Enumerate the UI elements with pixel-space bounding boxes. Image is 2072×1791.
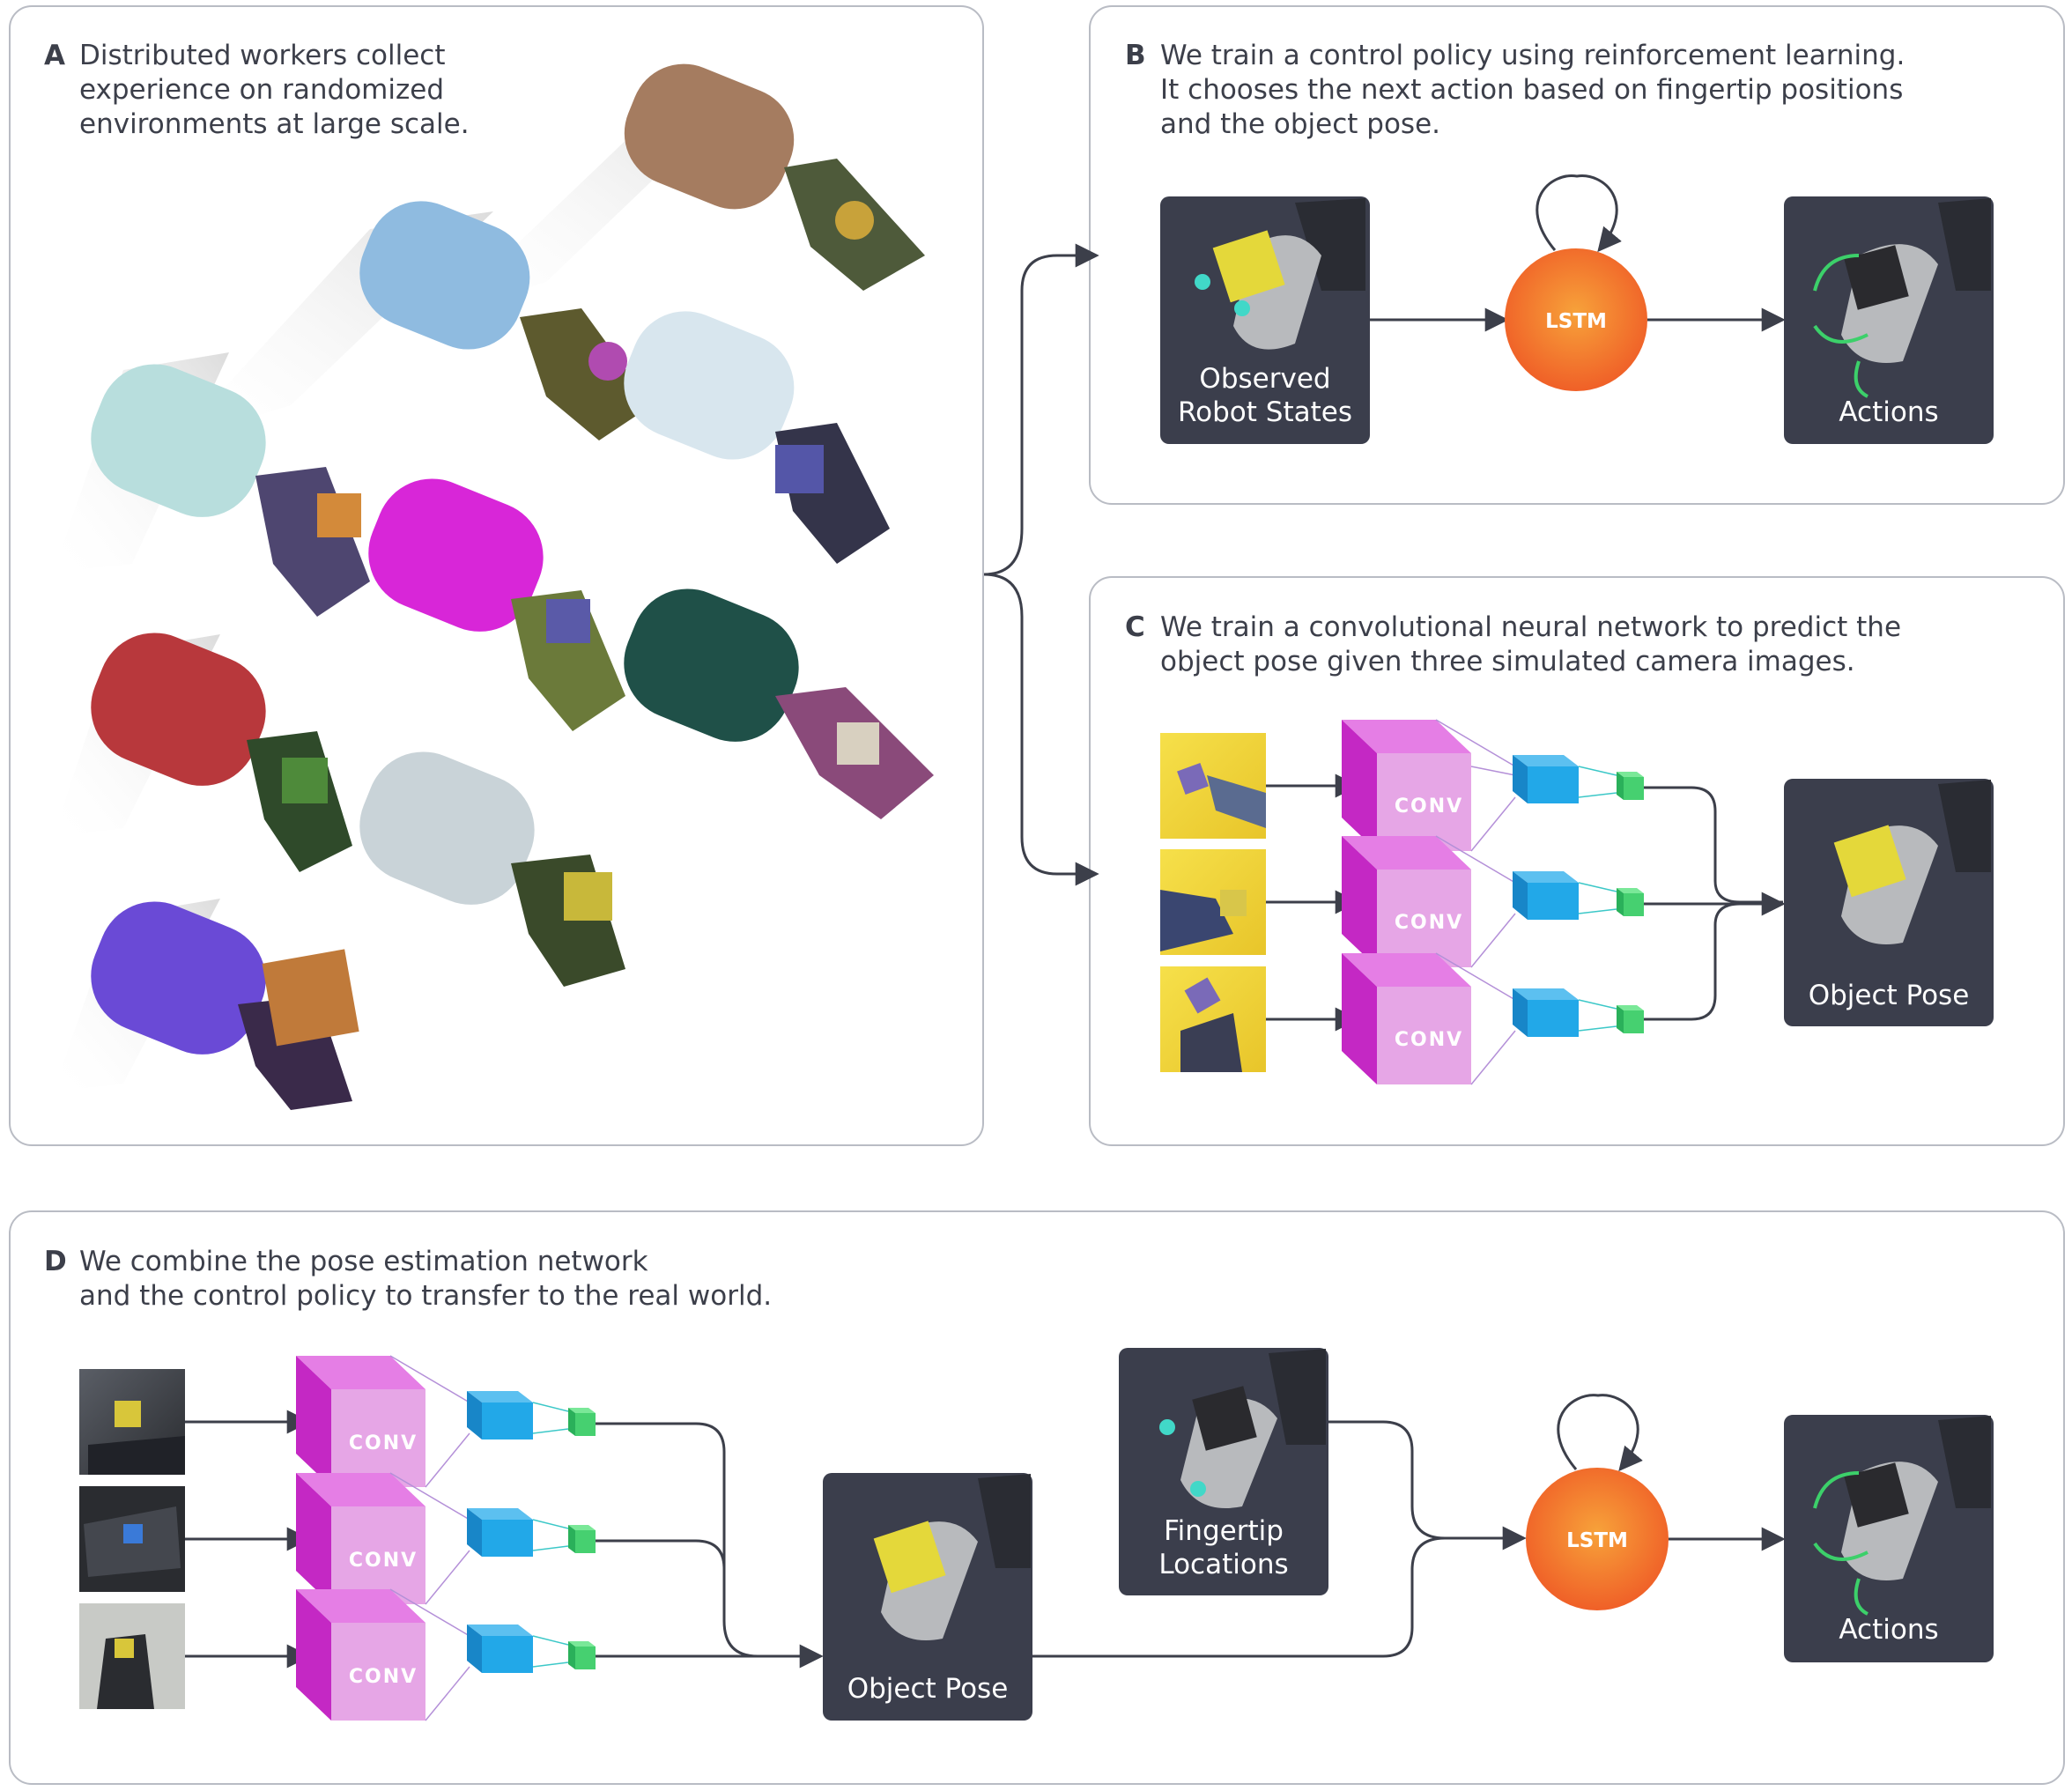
diagram-d: CONV CONV CONV <box>79 1348 1994 1721</box>
panel-a-title: A Distributed workers collect experience… <box>44 39 470 142</box>
dense-green-block <box>568 1525 596 1553</box>
diagram-c: CONV CONV CONV <box>1160 719 1994 1085</box>
environment-pale-white <box>624 311 890 564</box>
panel-b-title: B We train a control policy using reinfo… <box>1125 39 1906 142</box>
dense-green-block <box>568 1408 596 1436</box>
panel-b-line: and the object pose. <box>1160 108 1441 140</box>
robot-hand-fingertips <box>1159 1349 1326 1508</box>
panel-a-line: Distributed workers collect <box>79 40 446 71</box>
object-pose-label: Object Pose <box>1809 980 1970 1011</box>
dense-green-block <box>1617 772 1644 800</box>
object-pose-label: Object Pose <box>847 1673 1009 1705</box>
dense-layers-row <box>389 1588 569 1721</box>
environment-red <box>53 633 352 872</box>
connector-pose-to-lstm <box>1032 1536 1446 1658</box>
dense-blue-block <box>1513 755 1579 803</box>
panel-a-line: experience on randomized <box>79 74 445 106</box>
conv-label: CONV <box>1395 912 1463 934</box>
connector-a-to-c <box>983 573 1099 886</box>
sim-camera-image-2 <box>1160 849 1266 955</box>
merge-connector <box>1644 902 1741 1021</box>
diagram-b: Observed Robot States LSTM Actions <box>1160 174 1994 444</box>
panel-d-title: D We combine the pose estimation network… <box>44 1245 773 1314</box>
conv-block <box>296 1589 426 1721</box>
conv-block <box>296 1356 426 1487</box>
lstm-node <box>1505 248 1647 391</box>
lstm-label: LSTM <box>1566 1529 1628 1552</box>
robot-hand-object-pose <box>873 1474 1031 1640</box>
conv-label: CONV <box>1395 796 1463 818</box>
environment-dark-teal <box>624 588 934 819</box>
dense-layers-row <box>1435 719 1617 852</box>
environment-magenta <box>368 478 625 731</box>
connector-a-to-b <box>983 243 1099 576</box>
dense-layers-row <box>1435 835 1617 968</box>
dense-layers-row <box>389 1472 569 1605</box>
robot-hand-object-pose <box>1833 780 1991 944</box>
environment-light-blue <box>176 201 652 440</box>
panel-a-line: environments at large scale. <box>79 108 470 140</box>
panel-b-line: It chooses the next action based on fing… <box>1160 74 1904 106</box>
conv-label: CONV <box>349 1550 418 1572</box>
conv-label: CONV <box>349 1666 418 1688</box>
conv-label: CONV <box>349 1432 418 1454</box>
panel-a-letter: A <box>44 40 65 71</box>
conv-block <box>1342 953 1471 1084</box>
conv-block <box>1342 720 1471 851</box>
environment-mint <box>53 352 370 617</box>
dense-blue-block <box>467 1624 533 1673</box>
fingertip-label-line: Fingertip <box>1164 1515 1284 1547</box>
conv-label: CONV <box>1395 1029 1463 1051</box>
lstm-node <box>1526 1468 1669 1610</box>
actions-label: Actions <box>1839 1614 1938 1646</box>
real-camera-image-3 <box>79 1603 185 1709</box>
robot-hand-actions <box>1813 198 1991 398</box>
lstm-recurrent-loop <box>1536 174 1622 253</box>
dense-blue-block <box>467 1391 533 1439</box>
actions-label: Actions <box>1839 396 1938 428</box>
robot-hand-actions <box>1813 1416 1991 1616</box>
panel-b-letter: B <box>1125 40 1146 71</box>
dense-green-block <box>568 1641 596 1669</box>
sim-camera-image-1 <box>1160 733 1266 839</box>
real-camera-image-1 <box>79 1369 185 1475</box>
conv-block <box>296 1473 426 1604</box>
randomized-environments-illustration <box>53 63 934 1110</box>
dense-layers-row <box>1435 952 1617 1085</box>
lstm-recurrent-loop <box>1557 1394 1643 1472</box>
dense-blue-block <box>1513 871 1579 920</box>
dense-blue-block <box>467 1508 533 1557</box>
panel-c-title: C We train a convolutional neural networ… <box>1125 611 1902 679</box>
dense-layers-row <box>389 1355 569 1488</box>
panel-d-line: We combine the pose estimation network <box>79 1246 648 1277</box>
panel-c-line: We train a convolutional neural network … <box>1160 611 1902 643</box>
real-camera-image-2 <box>79 1486 185 1592</box>
sim-camera-image-3 <box>1160 966 1266 1072</box>
panel-c-line: object pose given three simulated camera… <box>1160 646 1855 677</box>
dense-green-block <box>1617 888 1644 916</box>
panel-d-line: and the control policy to transfer to th… <box>79 1280 773 1312</box>
merge-connector <box>1644 786 1783 904</box>
lstm-label: LSTM <box>1545 310 1607 333</box>
panel-c-letter: C <box>1125 611 1145 643</box>
observed-label-line: Observed <box>1199 363 1330 395</box>
merge-connector <box>596 1539 726 1621</box>
dense-green-block <box>1617 1005 1644 1033</box>
fingertip-label-line: Locations <box>1158 1549 1288 1580</box>
environment-purple <box>53 899 359 1110</box>
conv-block <box>1342 836 1471 967</box>
panel-b-line: We train a control policy using reinforc… <box>1160 40 1906 71</box>
environment-light-gray <box>359 751 625 987</box>
dense-blue-block <box>1513 988 1579 1037</box>
panel-d-letter: D <box>44 1246 67 1277</box>
connector-fingertip-to-lstm <box>1328 1420 1527 1550</box>
robot-hand-with-cube <box>1195 198 1365 350</box>
observed-label-line: Robot States <box>1178 396 1352 428</box>
